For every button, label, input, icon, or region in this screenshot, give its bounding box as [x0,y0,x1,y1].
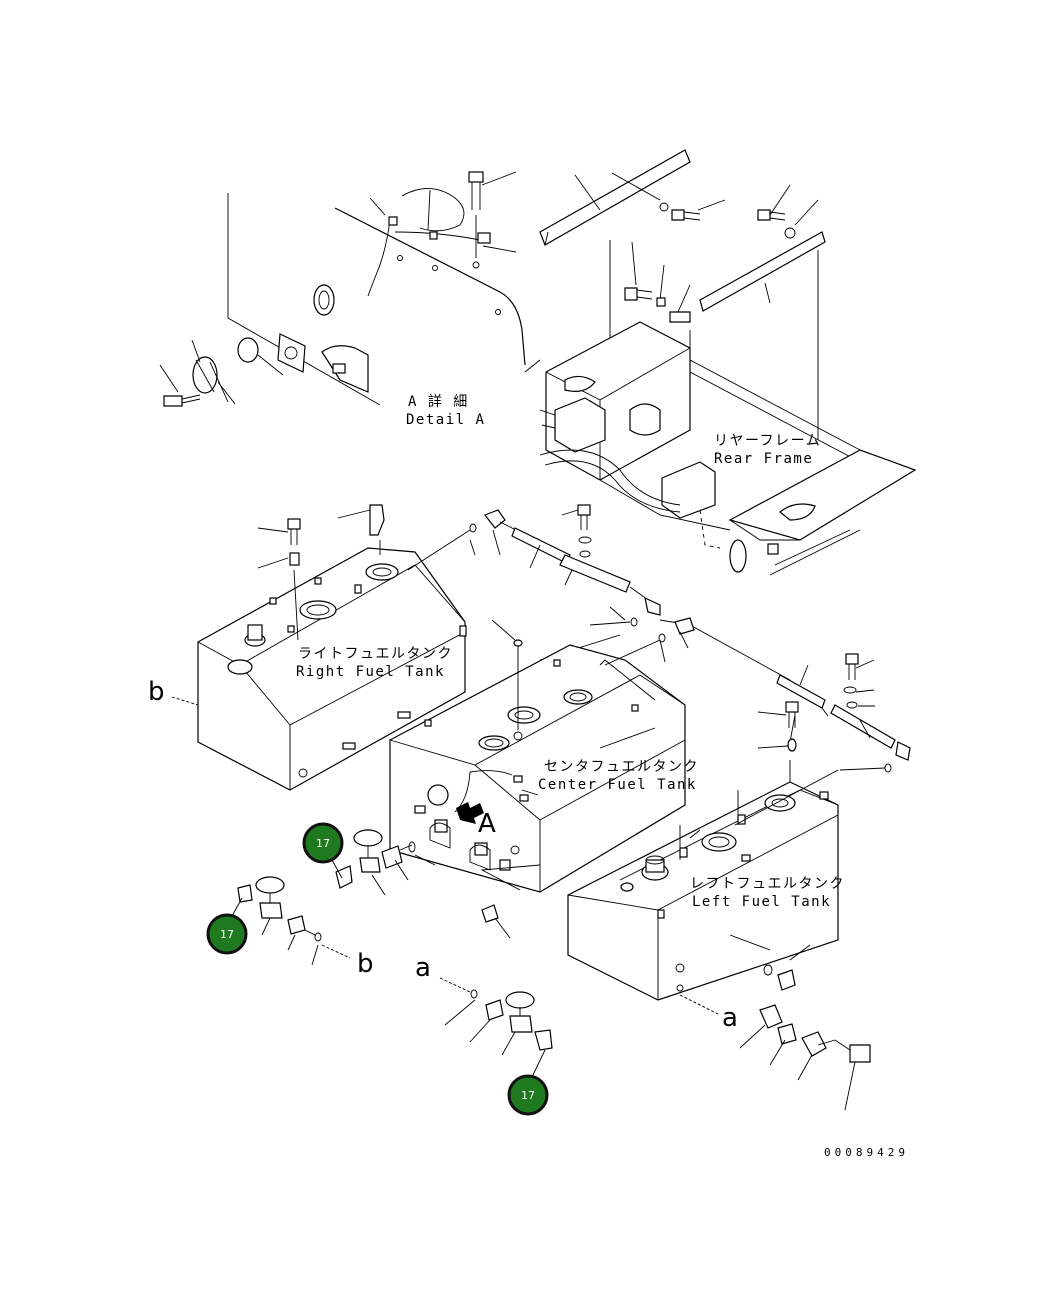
ref-b-label-lower: b [357,949,374,979]
callout-number: 17 [316,837,330,850]
left-fuel-tank: レフトフュエルタンク Left Fuel Tank a [567,701,871,1111]
center-tank-label-jp: センタフュエルタンク [544,759,699,775]
right-tank-label-jp: ライトフュエルタンク [298,646,453,662]
ref-a-label-left: a [415,953,431,983]
left-tank-label-jp: レフトフュエルタンク [690,876,845,892]
callout-badge-1: 17 [302,822,344,879]
drain-valves: b a [237,829,553,1056]
rear-frame-label-jp: リヤーフレーム [714,433,821,449]
callout-number: 17 [521,1089,535,1102]
ref-a-label-right: a [722,1003,738,1033]
detail-a-label-jp: A 詳 細 [408,394,469,410]
detail-a-label-en: Detail A [406,412,485,428]
view-a-label: A [478,809,496,839]
right-tank-label-en: Right Fuel Tank [296,664,445,680]
rear-frame-label-en: Rear Frame [714,451,813,467]
left-tank-label-en: Left Fuel Tank [692,894,831,910]
drawing-number: 00089429 [824,1146,909,1159]
rear-frame-assembly: リヤーフレーム Rear Frame [539,149,917,576]
connecting-hoses [407,504,911,773]
center-tank-label-en: Center Fuel Tank [538,777,697,793]
detail-a-assembly: A 詳 細 Detail A [159,171,541,428]
callout-badge-2: 17 [206,897,248,955]
ref-b-label-upper: b [148,677,165,707]
right-fuel-tank: ライトフュエルタンク Right Fuel Tank b [148,504,467,791]
center-fuel-tank: A センタフュエルタンク Center Fuel Tank [389,619,699,939]
callout-number: 17 [220,928,234,941]
callout-badge-3: 17 [507,1049,549,1116]
